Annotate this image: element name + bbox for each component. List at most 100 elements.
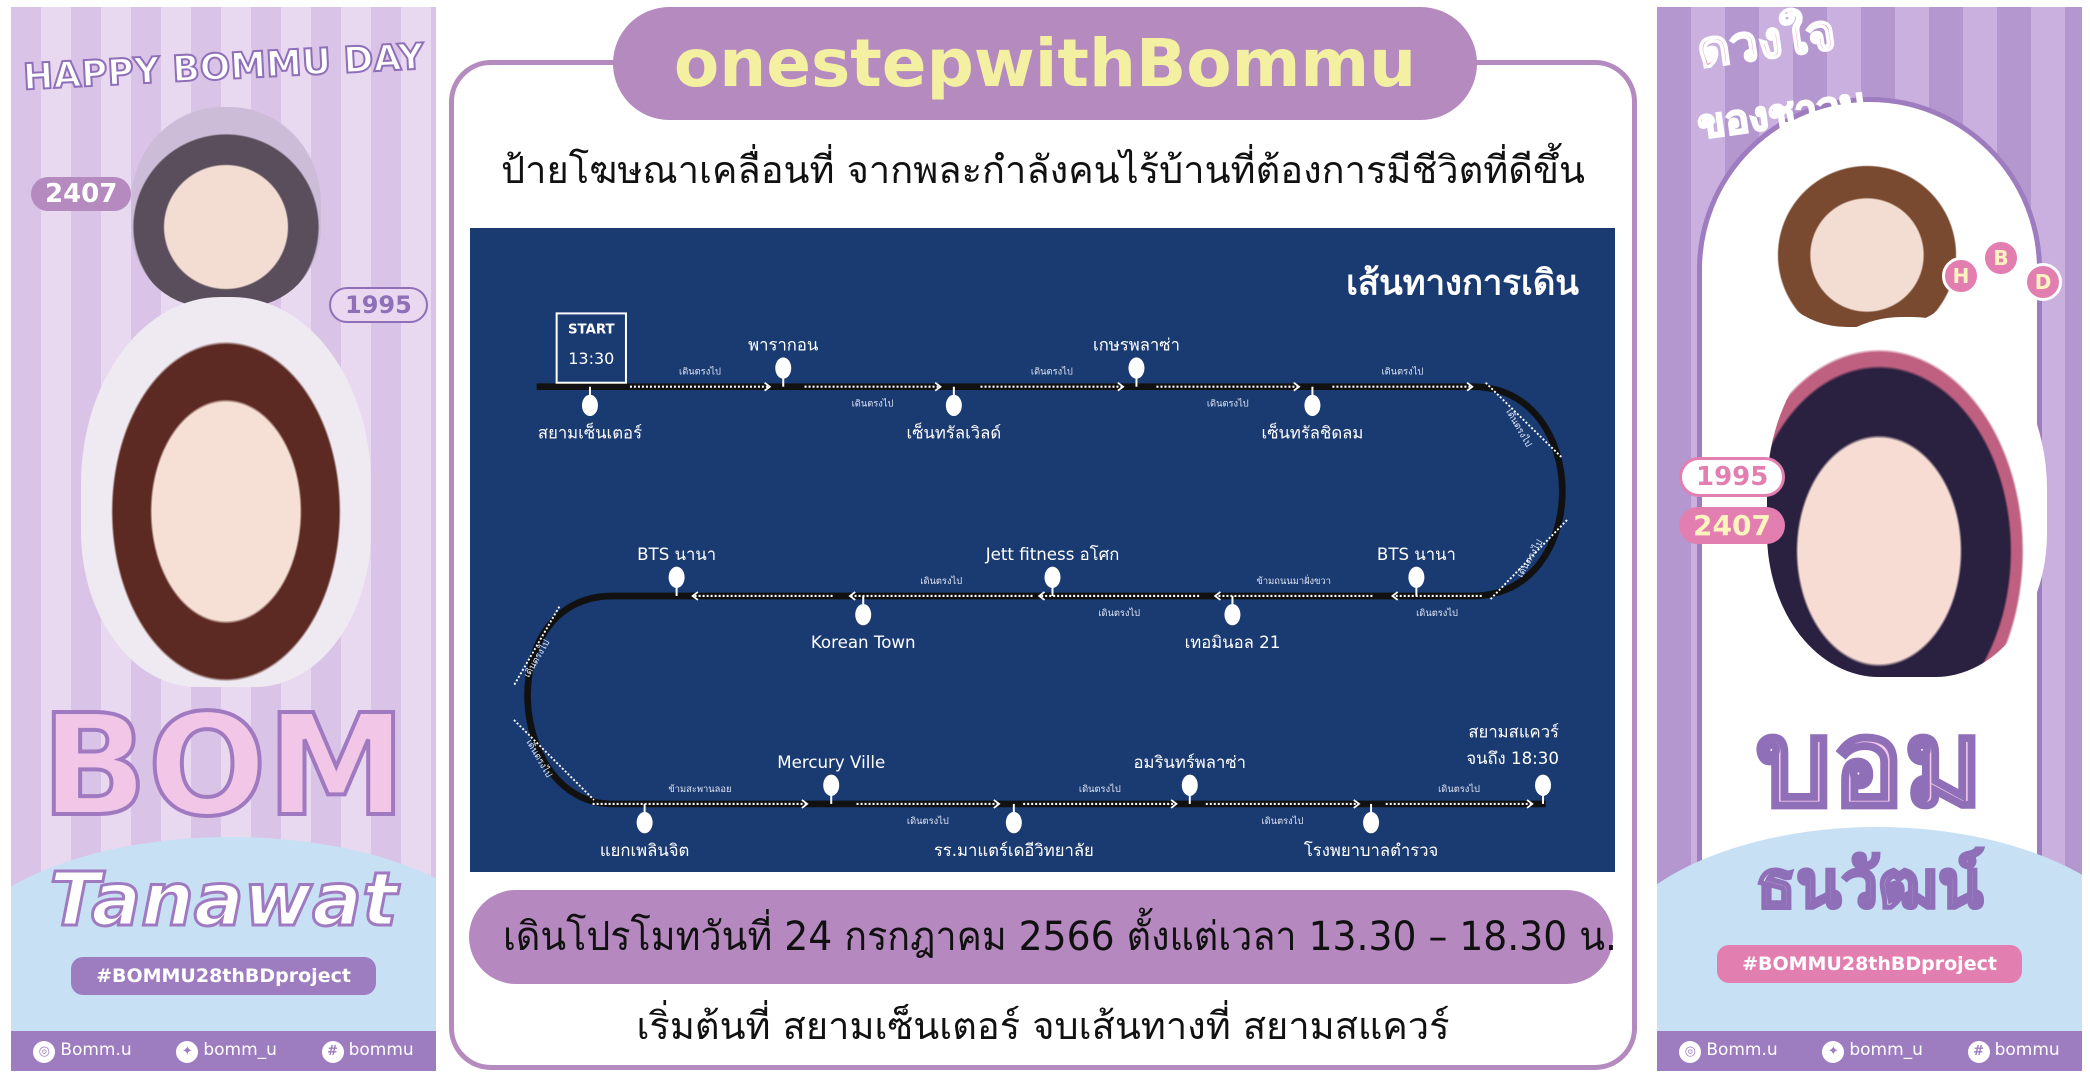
stop-label: โรงพยาบาลตำรวจ	[1304, 841, 1438, 860]
route-summary: เริ่มต้นที่ สยามเซ็นเตอร์ จบเส้นทางที่ ส…	[449, 998, 1637, 1054]
instagram-handle: ◎Bomm.u	[33, 1040, 132, 1063]
start-sign	[555, 312, 627, 384]
stop-label: Mercury Ville	[777, 753, 885, 772]
start-sign-label: START	[568, 322, 616, 337]
location-pin-icon	[775, 357, 792, 379]
location-pin-icon	[855, 603, 872, 626]
portrait-photo-main	[81, 297, 371, 687]
segment-note: เดินตรงไป	[1207, 398, 1249, 410]
segment-note: เดินตรงไป	[1031, 366, 1073, 378]
poster-name-big: BOM	[39, 685, 408, 849]
date-banner: เดินโปรโมทวันที่ 24 กรกฎาคม 2566 ตั้งแต่…	[469, 890, 1617, 984]
stop-label: พารากอน	[748, 336, 818, 355]
date-badge: 2407	[31, 177, 132, 211]
stop-label: อมรินทร์พลาซ่า	[1134, 753, 1246, 772]
hashtag-handle: #bommu	[321, 1040, 414, 1063]
twitter-icon: ✦	[176, 1040, 199, 1063]
route-summary-text: เริ่มต้นที่ สยามเซ็นเตอร์ จบเส้นทางที่ ส…	[636, 1004, 1450, 1048]
instagram-icon: ◎	[33, 1040, 56, 1063]
arrowhead-icon	[801, 799, 809, 809]
segment-note: ข้ามสะพานลอย	[668, 784, 731, 795]
segment-arrow	[1485, 382, 1563, 459]
arrowhead-icon	[764, 382, 772, 392]
location-pin-icon	[1304, 394, 1321, 417]
location-pin-icon	[636, 811, 653, 834]
stop-label: BTS นานา	[1377, 545, 1456, 564]
segment-note: ข้ามถนนมาฝั่งขวา	[1257, 574, 1331, 587]
arrowhead-icon	[1390, 591, 1399, 601]
poster-hashtag: #BOMMU28thBDproject	[1717, 945, 2022, 983]
arrowhead-icon	[1170, 799, 1178, 809]
date-badge: 2407	[1679, 507, 1785, 544]
location-pin-icon	[945, 394, 962, 417]
route-line	[524, 383, 1566, 808]
segment-arrow	[1489, 519, 1568, 601]
stop-label: สยามสแควร์	[1468, 722, 1559, 741]
portrait-photo-top	[131, 107, 321, 307]
segment-note: เดินตรงไป	[1438, 783, 1480, 795]
stop-label: เกษรพลาซ่า	[1093, 336, 1180, 355]
segment-note: เดินตรงไป	[1098, 607, 1140, 619]
hbd-letter: D	[2024, 263, 2062, 301]
location-pin-icon	[1224, 603, 1241, 626]
twitter-handle: ✦bomm_u	[176, 1040, 277, 1063]
location-pin-icon	[823, 774, 840, 796]
arrowhead-icon	[1037, 591, 1046, 601]
page-title: onestepwithBommu	[613, 7, 1477, 120]
hashtag-handle: #bommu	[1967, 1040, 2060, 1063]
poster-name-big: บอม	[1754, 695, 1985, 834]
instagram-icon: ◎	[1679, 1040, 1702, 1063]
portrait-photo-main	[1767, 317, 2047, 677]
segment-note: เดินตรงไป	[920, 575, 962, 587]
hbd-letter: H	[1942, 257, 1980, 295]
poster-headline: HAPPY BOMMU DAY	[21, 36, 426, 100]
page-subtitle-text: ป้ายโฆษณาเคลื่อนที่ จากพละกำลังคนไร้บ้าน…	[501, 148, 1585, 192]
stop-label: Jett fitness อโศก	[985, 545, 1120, 564]
segment-arrow	[513, 719, 595, 801]
stop-label: แยกเพลินจิต	[600, 841, 689, 860]
segment-note: เดินตรงไป	[852, 398, 894, 410]
segment-note: เดินตรงไป	[1262, 815, 1304, 827]
location-pin-icon	[581, 394, 598, 417]
year-badge: 1995	[329, 287, 428, 323]
location-pin-icon	[1408, 566, 1425, 588]
arrowhead-icon	[1353, 799, 1361, 809]
stop-time: จนถึง 18:30	[1466, 749, 1559, 768]
stop-label: รร.มาแตร์เดอีวิทยาลัย	[934, 841, 1094, 860]
stop-label: เทอมินอล 21	[1185, 633, 1281, 652]
social-bar: ◎Bomm.u ✦bomm_u #bommu	[1657, 1031, 2082, 1071]
arrowhead-icon	[934, 382, 942, 392]
poster-hashtag: #BOMMU28thBDproject	[71, 957, 376, 995]
stop-label: Korean Town	[811, 633, 916, 652]
arrowhead-icon	[993, 799, 1001, 809]
location-pin-icon	[1363, 811, 1380, 834]
social-bar: ◎Bomm.u ✦bomm_u #bommu	[11, 1031, 436, 1071]
location-pin-icon	[1181, 774, 1198, 796]
arrowhead-icon	[1466, 382, 1474, 392]
hbd-letter: B	[1982, 239, 2020, 277]
arrowhead-icon	[1117, 382, 1125, 392]
date-banner-text: เดินโปรโมทวันที่ 24 กรกฎาคม 2566 ตั้งแต่…	[502, 914, 1617, 960]
start-time: 13:30	[568, 349, 614, 368]
arrowhead-icon	[691, 591, 699, 601]
hashtag-icon: #	[321, 1040, 344, 1063]
poster-headline: ดวงใจ	[1693, 7, 1840, 80]
location-pin-icon	[1044, 566, 1061, 588]
location-pin-icon	[668, 566, 685, 588]
stop-label: เซ็นทรัลเวิลด์	[907, 423, 1002, 443]
location-pin-icon	[1005, 811, 1022, 834]
portrait-photo-top	[1767, 147, 1967, 327]
twitter-icon: ✦	[1822, 1040, 1845, 1063]
segment-note: เดินตรงไป	[1503, 407, 1534, 449]
segment-note: เดินตรงไป	[1381, 366, 1423, 378]
hashtag-icon: #	[1967, 1040, 1990, 1063]
segment-arrow	[513, 606, 561, 686]
segment-note: เดินตรงไป	[679, 366, 721, 378]
arrowhead-icon	[1526, 799, 1534, 809]
instagram-handle: ◎Bomm.u	[1679, 1040, 1778, 1063]
segment-note: เดินตรงไป	[1416, 607, 1458, 619]
segment-note: เดินตรงไป	[1079, 783, 1121, 795]
map-title: เส้นทางการเดิน	[1346, 264, 1579, 304]
